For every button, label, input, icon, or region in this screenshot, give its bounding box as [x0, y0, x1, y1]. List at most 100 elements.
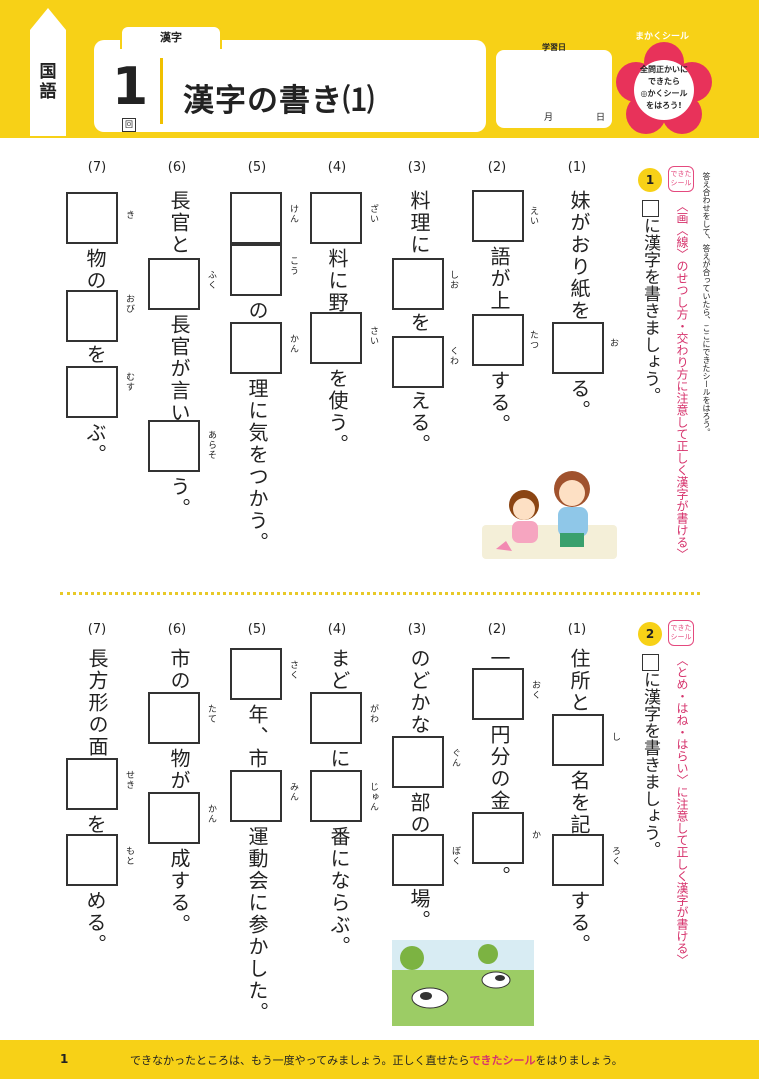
- question-text: 名を記: [567, 770, 591, 836]
- dekita-sticker-slot[interactable]: できたシール: [668, 166, 694, 192]
- answer-box[interactable]: [392, 834, 444, 886]
- question-label: (3): [407, 160, 427, 175]
- furigana: ぐん: [450, 748, 460, 768]
- answer-box[interactable]: [66, 366, 118, 418]
- question-text: 。: [487, 866, 511, 888]
- dekita-sticker-slot[interactable]: できたシール: [668, 620, 694, 646]
- question-text: する。: [567, 890, 591, 956]
- question-text: る。: [567, 378, 591, 422]
- furigana: お: [608, 338, 618, 348]
- answer-box[interactable]: [230, 244, 282, 296]
- date-box: [496, 50, 612, 128]
- question-text: 成する。: [167, 848, 191, 936]
- furigana: じゅん: [368, 782, 378, 812]
- question-text: 料理に: [407, 190, 431, 256]
- question-label: (6): [167, 160, 187, 175]
- instruction: に漢字を書きましょう。: [640, 654, 660, 858]
- question-text: に: [327, 748, 351, 770]
- answer-box[interactable]: [552, 322, 604, 374]
- furigana: しお: [448, 270, 458, 290]
- answer-box[interactable]: [472, 314, 524, 366]
- answer-box[interactable]: [392, 258, 444, 310]
- answer-box[interactable]: [310, 312, 362, 364]
- question-label: (1): [567, 160, 587, 175]
- sticker-flower-icon: [616, 42, 712, 134]
- question-text: 長方形の面: [85, 648, 109, 758]
- answer-box[interactable]: [310, 770, 362, 822]
- answer-box[interactable]: [230, 648, 282, 700]
- furigana: こう: [288, 256, 298, 276]
- furigana: せき: [124, 770, 134, 790]
- answer-box[interactable]: [66, 192, 118, 244]
- furigana: かん: [206, 804, 216, 824]
- question-text: ぶ。: [83, 422, 107, 466]
- question-text: 物が: [167, 748, 191, 792]
- answer-box[interactable]: [472, 668, 524, 720]
- question-text: まど: [327, 648, 351, 692]
- question-text: 料に野: [325, 248, 349, 314]
- footer-text: できなかったところは、もう一度やってみましょう。正しく直せたらできたシールをはり…: [130, 1054, 623, 1067]
- furigana: えい: [528, 206, 538, 226]
- answer-box[interactable]: [230, 770, 282, 822]
- subject-label: 国語: [39, 62, 57, 102]
- question-text: する。: [487, 370, 511, 436]
- question-label: (6): [167, 622, 187, 637]
- furigana: し: [610, 732, 620, 742]
- question-text: 住所と: [567, 648, 591, 714]
- question-label: (3): [407, 622, 427, 637]
- furigana: たつ: [528, 330, 538, 350]
- question-text: める。: [83, 890, 107, 956]
- lesson-number: 1: [112, 57, 149, 117]
- furigana: ろく: [610, 846, 620, 866]
- page-number: 1: [60, 1052, 69, 1066]
- question-text: 理に気をつかう。: [245, 378, 269, 554]
- furigana: たて: [206, 704, 216, 724]
- furigana: き: [124, 210, 134, 220]
- answer-box[interactable]: [230, 322, 282, 374]
- answer-box[interactable]: [148, 792, 200, 844]
- answer-box[interactable]: [552, 834, 604, 886]
- answer-box[interactable]: [230, 192, 282, 244]
- question-text: 運動会に参かした。: [245, 826, 269, 1024]
- furigana: さく: [288, 660, 298, 680]
- furigana: けん: [288, 204, 298, 224]
- question-label: (7): [87, 160, 107, 175]
- pencil-shape: [30, 8, 66, 136]
- cows-pasture-illustration: [392, 940, 534, 1026]
- answer-box[interactable]: [472, 812, 524, 864]
- answer-box[interactable]: [310, 192, 362, 244]
- furigana: がわ: [368, 704, 378, 724]
- furigana: かん: [288, 334, 298, 354]
- page-title: 漢字の書き⑴: [183, 83, 375, 119]
- answer-box[interactable]: [66, 834, 118, 886]
- question-text: を: [83, 344, 107, 366]
- sticker-label: まかくシール: [634, 32, 689, 42]
- answer-box[interactable]: [66, 758, 118, 810]
- furigana: むす: [124, 372, 134, 392]
- instruction-note: 〈画〈線〉のせつし方・交わり方に注意して正しく漢字が書ける〉: [675, 200, 689, 560]
- answer-box[interactable]: [392, 336, 444, 388]
- question-text: を: [83, 814, 107, 836]
- question-label: (4): [327, 622, 347, 637]
- answer-box[interactable]: [552, 714, 604, 766]
- kai-mark: 回: [122, 118, 136, 132]
- furigana: ふく: [206, 270, 216, 290]
- answer-box[interactable]: [148, 692, 200, 744]
- question-text: 円分の金: [487, 724, 511, 812]
- answer-box[interactable]: [148, 258, 200, 310]
- furigana: さい: [368, 326, 378, 346]
- furigana: あらそ: [206, 430, 216, 460]
- answer-box[interactable]: [66, 290, 118, 342]
- question-label: (2): [487, 160, 507, 175]
- answer-box[interactable]: [148, 420, 200, 472]
- furigana: おく: [530, 680, 540, 700]
- question-text: 番にならぶ。: [327, 826, 351, 958]
- question-label: (4): [327, 160, 347, 175]
- answer-box[interactable]: [472, 190, 524, 242]
- question-text: 物の: [83, 248, 107, 292]
- answer-box[interactable]: [310, 692, 362, 744]
- answer-box[interactable]: [392, 736, 444, 788]
- question-label: (2): [487, 622, 507, 637]
- month-label: 月: [544, 113, 554, 123]
- instruction: に漢字を書きましょう。: [640, 200, 660, 404]
